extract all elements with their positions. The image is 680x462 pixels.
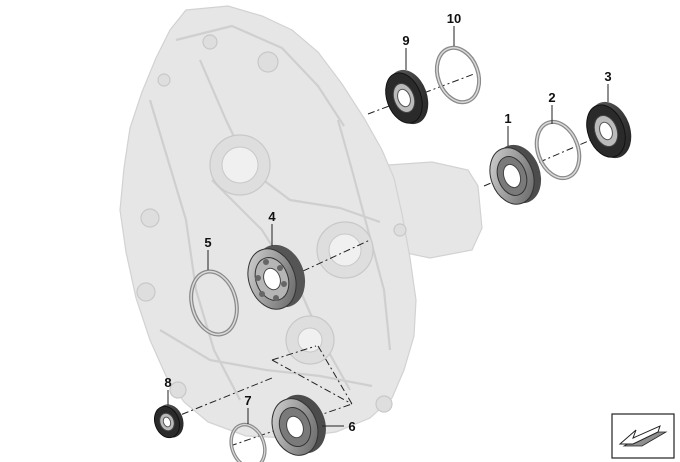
callout-3: 3 bbox=[604, 69, 611, 84]
housing-bore-lower-inner bbox=[297, 327, 323, 353]
part-7-snap-ring bbox=[229, 422, 267, 462]
housing-boss-left bbox=[140, 208, 160, 228]
housing-boss-top bbox=[257, 51, 279, 73]
callout-leaders bbox=[167, 26, 609, 427]
housing-rib-lower bbox=[159, 329, 373, 388]
housing-bore-mid-inner bbox=[328, 233, 362, 267]
housing-body bbox=[119, 5, 417, 439]
part-9-shaft-seal bbox=[385, 69, 429, 125]
callout-6: 6 bbox=[348, 419, 355, 434]
callout-9: 9 bbox=[402, 33, 409, 48]
axis-bearing-1 bbox=[483, 129, 615, 187]
callout-7: 7 bbox=[244, 393, 251, 408]
housing-rib-left bbox=[148, 99, 241, 401]
housing-boss-right bbox=[393, 223, 407, 237]
callout-1: 1 bbox=[504, 111, 511, 126]
housing-rib-top bbox=[175, 24, 345, 127]
callout-4: 4 bbox=[268, 209, 276, 224]
part-1-ball-bearing bbox=[489, 144, 542, 205]
part-6-ball-bearing bbox=[271, 394, 326, 456]
part-2-snap-ring bbox=[534, 119, 582, 181]
part-10-snap-ring bbox=[434, 45, 482, 105]
housing-boss-bottom-left bbox=[169, 381, 187, 399]
callout-8: 8 bbox=[164, 375, 171, 390]
callout-5: 5 bbox=[204, 235, 211, 250]
callout-10: 10 bbox=[447, 11, 461, 26]
callout-2: 2 bbox=[548, 90, 555, 105]
part-4-roller-bearing bbox=[247, 244, 306, 310]
part-8-shaft-seal bbox=[153, 404, 184, 439]
housing-rib-right bbox=[336, 119, 392, 351]
housing-boss-bottom-right bbox=[375, 395, 393, 413]
part-3-shaft-seal bbox=[586, 101, 632, 159]
part-5-snap-ring bbox=[189, 269, 239, 337]
housing-bore-upper-inner bbox=[221, 146, 259, 184]
axis-seal-8 bbox=[167, 377, 273, 421]
exploded-view-arrow-icon bbox=[611, 413, 675, 459]
housing-boss-top-left bbox=[202, 34, 218, 50]
axis-lower-drop bbox=[271, 345, 353, 405]
housing-boss-left-lower bbox=[136, 282, 156, 302]
housing-boss-upper-left bbox=[157, 73, 171, 87]
housing-rib-mid bbox=[198, 59, 381, 224]
callout-numbers: 9 10 1 2 3 4 5 6 7 8 bbox=[164, 11, 611, 434]
transmission-housing bbox=[119, 5, 483, 439]
